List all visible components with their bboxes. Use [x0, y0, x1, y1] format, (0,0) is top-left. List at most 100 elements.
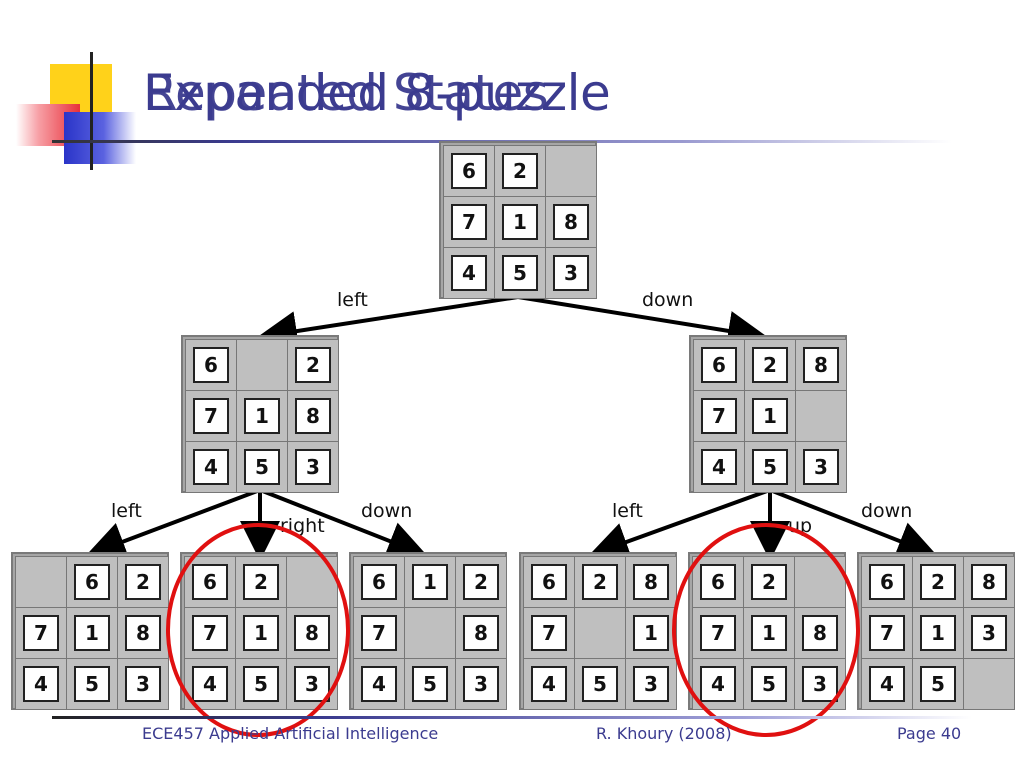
- puzzle-cell: 3: [286, 658, 338, 710]
- deco-vertical-line: [90, 52, 93, 170]
- footer-rule: [52, 716, 972, 719]
- puzzle-cell: 8: [625, 556, 677, 608]
- puzzle-cell: 4: [523, 658, 575, 710]
- puzzle-tile: 4: [193, 449, 229, 485]
- puzzle-cell: 2: [912, 556, 964, 608]
- puzzle-cell: 2: [494, 145, 546, 197]
- puzzle-tile: 2: [502, 153, 538, 189]
- puzzle-tile: 4: [361, 666, 397, 702]
- empty-cell: [404, 607, 456, 659]
- puzzle-cell: 1: [494, 196, 546, 248]
- edge-root-down: [517, 295, 768, 351]
- puzzle-tile: 3: [463, 666, 499, 702]
- deco-blue-square: [64, 112, 136, 164]
- puzzle-cell: 4: [353, 658, 405, 710]
- puzzle-tile: 1: [244, 398, 280, 434]
- puzzle-cell: 2: [574, 556, 626, 608]
- puzzle-cell: 8: [794, 607, 846, 659]
- puzzle-cell: 1: [912, 607, 964, 659]
- puzzle-cell: 5: [236, 441, 288, 493]
- puzzle-cell: 7: [15, 607, 67, 659]
- puzzle-cell: 2: [235, 556, 287, 608]
- puzzle-tile: 7: [700, 615, 736, 651]
- puzzle-tile: 2: [125, 564, 161, 600]
- puzzle-tile: 5: [74, 666, 110, 702]
- puzzle-tile: 1: [74, 615, 110, 651]
- puzzle-cell: 7: [861, 607, 913, 659]
- puzzle-cell: 7: [185, 390, 237, 442]
- puzzle-cell: 5: [912, 658, 964, 710]
- puzzle-tile: 7: [193, 398, 229, 434]
- puzzle-cell: 8: [287, 390, 339, 442]
- puzzle-tile: 3: [553, 255, 589, 291]
- puzzle-cell: 3: [625, 658, 677, 710]
- puzzle-tile: 1: [751, 615, 787, 651]
- puzzle-tile: 8: [553, 204, 589, 240]
- puzzle-tile: 2: [295, 347, 331, 383]
- puzzle-tile: 6: [451, 153, 487, 189]
- edge-r-down: [769, 488, 938, 560]
- puzzle-tile: 6: [700, 564, 736, 600]
- puzzle-tile: 8: [633, 564, 669, 600]
- puzzle-cell: 4: [15, 658, 67, 710]
- puzzle-tile: 5: [502, 255, 538, 291]
- puzzle-tile: 6: [74, 564, 110, 600]
- puzzle-cell: 8: [286, 607, 338, 659]
- puzzle-cell: 2: [117, 556, 169, 608]
- puzzle-tile: 7: [869, 615, 905, 651]
- puzzle-tile: 3: [802, 666, 838, 702]
- puzzle-tile: 1: [752, 398, 788, 434]
- puzzle-cell: 5: [404, 658, 456, 710]
- puzzle-tile: 3: [294, 666, 330, 702]
- puzzle-tile: 3: [971, 615, 1007, 651]
- puzzle-tile: 1: [920, 615, 956, 651]
- puzzle-tile: 2: [243, 564, 279, 600]
- puzzle-cell: 7: [693, 390, 745, 442]
- puzzle-cell: 4: [184, 658, 236, 710]
- puzzle-tile: 3: [125, 666, 161, 702]
- puzzle-cell: 6: [353, 556, 405, 608]
- puzzle-cell: 5: [235, 658, 287, 710]
- puzzle-tile: 3: [803, 449, 839, 485]
- puzzle-cell: 6: [523, 556, 575, 608]
- puzzle-tile: 5: [920, 666, 956, 702]
- puzzle-cell: 6: [185, 339, 237, 391]
- puzzle-tile: 8: [125, 615, 161, 651]
- puzzle-tile: 6: [701, 347, 737, 383]
- label-root-left: left: [337, 289, 368, 311]
- puzzle-cell: 3: [117, 658, 169, 710]
- puzzle-tile: 1: [633, 615, 669, 651]
- puzzle-tile: 7: [531, 615, 567, 651]
- puzzle-tile: 8: [294, 615, 330, 651]
- footer-author: R. Khoury (2008): [596, 724, 732, 743]
- puzzle-tile: 4: [701, 449, 737, 485]
- puzzle-cell: 6: [443, 145, 495, 197]
- puzzle-cell: 1: [744, 390, 796, 442]
- puzzle-cell: 3: [794, 658, 846, 710]
- footer-course: ECE457 Applied Artificial Intelligence: [142, 724, 439, 743]
- puzzle-tile: 1: [502, 204, 538, 240]
- label-root-down: down: [642, 289, 694, 311]
- puzzle-cell: 1: [404, 556, 456, 608]
- puzzle-cell: 2: [744, 339, 796, 391]
- label-r-down: down: [861, 500, 913, 522]
- puzzle-cell: 7: [184, 607, 236, 659]
- puzzle-tile: 6: [361, 564, 397, 600]
- puzzle-tile: 1: [243, 615, 279, 651]
- puzzle-tile: 5: [752, 449, 788, 485]
- puzzle-cell: 5: [494, 247, 546, 299]
- puzzle-cell: 8: [963, 556, 1015, 608]
- footer-page-number: Page 40: [897, 724, 962, 743]
- label-l-left: left: [111, 500, 142, 522]
- puzzle-tile: 6: [193, 347, 229, 383]
- puzzle-cell: 2: [455, 556, 507, 608]
- puzzle-tile: 5: [243, 666, 279, 702]
- puzzle-cell: 5: [743, 658, 795, 710]
- puzzle-cell: 5: [574, 658, 626, 710]
- puzzle-tile: 4: [23, 666, 59, 702]
- puzzle-cell: 8: [545, 196, 597, 248]
- puzzle-cell: 4: [692, 658, 744, 710]
